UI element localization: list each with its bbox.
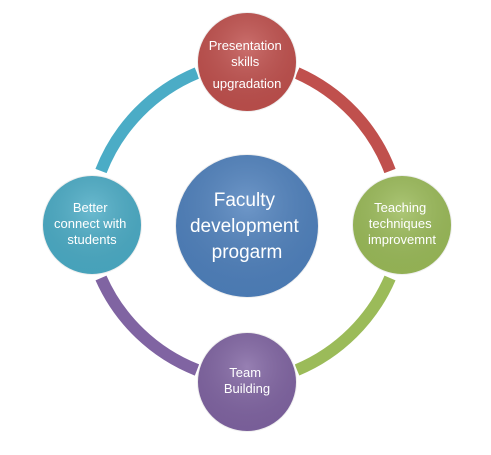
node-presentation-line-2: skills — [231, 54, 260, 69]
node-presentation: Presentation skills upgradation — [196, 11, 298, 113]
node-teaching-line-2: techniques — [369, 216, 432, 231]
node-students-line-2: connect with — [54, 216, 126, 231]
arc-students-to-presentation — [95, 67, 200, 174]
node-students: Better connect with students — [41, 174, 143, 276]
center-label-line-1: Faculty — [214, 190, 276, 211]
node-presentation-line-3: upgradation — [213, 76, 282, 91]
node-team-line-2: Building — [224, 381, 270, 396]
node-teaching-label: Teaching techniques improvemnt — [368, 200, 436, 247]
center-label-line-2: development — [190, 216, 300, 237]
node-team-label: Team Building — [224, 365, 270, 396]
node-presentation-line-1: Presentation — [209, 38, 282, 53]
arc-presentation-to-teaching — [294, 67, 396, 174]
center-label-line-3: progarm — [212, 242, 283, 263]
center-node: Faculty development progarm — [174, 153, 320, 299]
node-teaching: Teaching techniques improvemnt — [351, 174, 453, 276]
arc-teaching-to-team — [294, 275, 396, 376]
center-label: Faculty development progarm — [190, 190, 304, 263]
node-students-line-3: students — [67, 232, 117, 247]
node-teaching-line-3: improvemnt — [368, 232, 436, 247]
node-team: Team Building — [196, 331, 298, 433]
node-students-line-1: Better — [73, 200, 108, 215]
node-team-line-1: Team — [229, 365, 261, 380]
node-students-label: Better connect with students — [54, 200, 130, 247]
node-presentation-label: Presentation skills upgradation — [209, 38, 286, 91]
arc-team-to-students — [95, 275, 200, 376]
node-teaching-line-1: Teaching — [374, 200, 426, 215]
